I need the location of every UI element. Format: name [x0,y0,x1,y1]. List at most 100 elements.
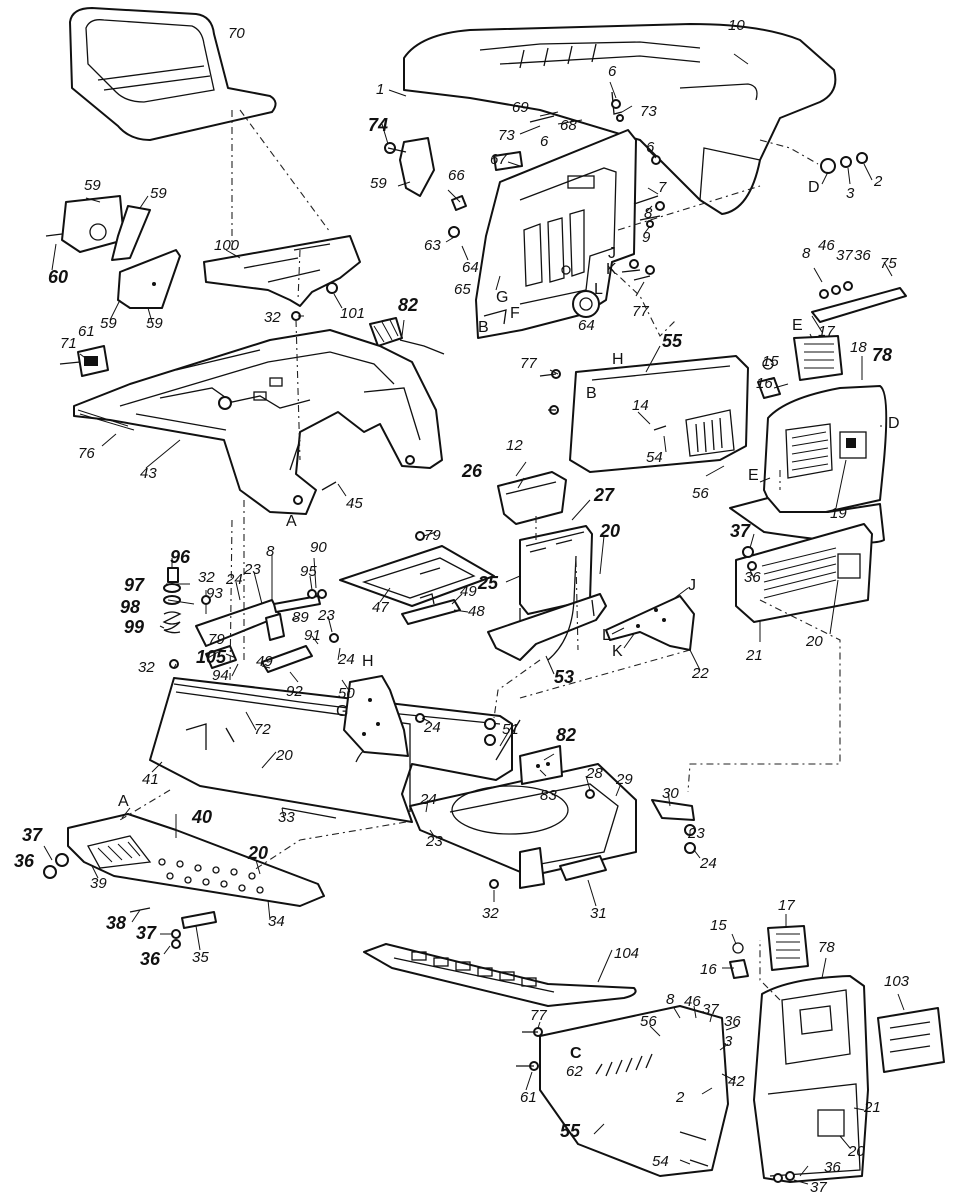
callout-18: 18 [850,339,867,356]
callout-20: 20 [600,521,621,541]
callout-79: 79 [424,527,441,544]
callout-37: 37 [836,247,853,264]
callout-33: 33 [278,809,295,826]
callout-67: 67 [490,151,507,168]
callout-F: F [510,305,520,322]
callout-26: 26 [462,461,483,481]
callout-59: 59 [150,185,167,202]
callout-36: 36 [724,1013,741,1030]
callout-42: 42 [728,1073,745,1090]
callout-43: 43 [140,465,157,482]
callout-79: 79 [208,631,225,648]
leader-lines [43,53,905,1185]
battery-tray [339,531,495,625]
callout-51: 51 [502,721,519,738]
callout-E: E [792,317,803,334]
callout-8: 8 [666,991,675,1008]
callout-63: 63 [424,237,441,254]
callout-C: C [570,1045,582,1062]
callout-49: 49 [256,653,273,670]
callout-35: 35 [192,949,209,966]
callout-34: 34 [268,913,285,930]
callout-36: 36 [14,851,35,871]
callout-103: 103 [884,973,910,990]
callout-24: 24 [226,571,243,588]
callout-37: 37 [730,521,751,541]
callout-46: 46 [684,993,701,1010]
callout-92: 92 [286,683,303,700]
grille-lower [729,497,885,623]
callout-15: 15 [762,353,779,370]
callout-23: 23 [688,825,705,842]
callout-100: 100 [214,237,240,254]
callout-D: D [808,179,820,196]
callout-23: 23 [244,561,261,578]
callout-28: 28 [586,765,603,782]
callout-94: 94 [212,667,229,684]
callout-73: 73 [640,103,657,120]
callout-36: 36 [854,247,871,264]
callout-8: 8 [644,205,653,222]
callout-62: 62 [566,1063,583,1080]
callout-64: 64 [462,259,479,276]
callout-1: 1 [376,81,385,98]
callout-55: 55 [662,331,683,351]
callout-105: 105 [196,647,227,667]
callout-71: 71 [60,335,77,352]
callout-98: 98 [120,597,141,617]
throttle-control [369,317,445,355]
callout-36: 36 [140,949,161,969]
callout-72: 72 [254,721,271,738]
callout-99: 99 [124,617,145,637]
callout-104: 104 [614,945,640,962]
callout-38: 38 [106,913,127,933]
callout-20: 20 [248,843,269,863]
callout-96: 96 [170,547,191,567]
callout-48: 48 [468,603,485,620]
callout-53: 53 [554,667,575,687]
assembly-lines [119,109,841,1001]
callout-K: K [612,643,623,660]
footrest [43,807,337,949]
callout-G: G [336,703,349,720]
callout-23: 23 [426,833,443,850]
callout-61: 61 [520,1089,537,1106]
callout-82: 82 [398,295,419,315]
callout-31: 31 [590,905,607,922]
callout-50: 50 [338,685,355,702]
callout-B: B [586,385,597,402]
callout-19: 19 [830,505,847,522]
callout-91: 91 [304,627,321,644]
callout-101: 101 [340,305,366,322]
callout-H: H [362,653,374,670]
callout-37: 37 [810,1179,827,1196]
callout-15: 15 [710,917,727,934]
callout-83: 83 [540,787,557,804]
callout-14: 14 [632,397,649,414]
callout-8: 8 [802,245,811,262]
seat-switch-assembly [45,195,181,309]
side-panel-lower [516,1005,729,1177]
callout-39: 39 [90,875,107,892]
callout-27: 27 [594,485,615,505]
callout-J: J [608,245,616,262]
callout-47: 47 [372,599,389,616]
mounting-bracket [605,595,695,651]
callout-78: 78 [818,939,835,956]
seat [69,7,277,141]
callout-L: L [602,627,611,644]
callout-3: 3 [724,1033,733,1050]
callout-32: 32 [482,905,499,922]
callout-H: H [612,351,624,368]
callout-23: 23 [318,607,335,624]
key-switch [59,345,109,377]
callout-56: 56 [692,485,709,502]
callout-9: 9 [642,229,651,246]
callout-77: 77 [530,1007,547,1024]
callout-2: 2 [676,1089,685,1106]
callout-E: E [748,467,759,484]
callout-64: 64 [578,317,595,334]
callout-36: 36 [744,569,761,586]
callout-76: 76 [78,445,95,462]
callout-73: 73 [498,127,515,144]
